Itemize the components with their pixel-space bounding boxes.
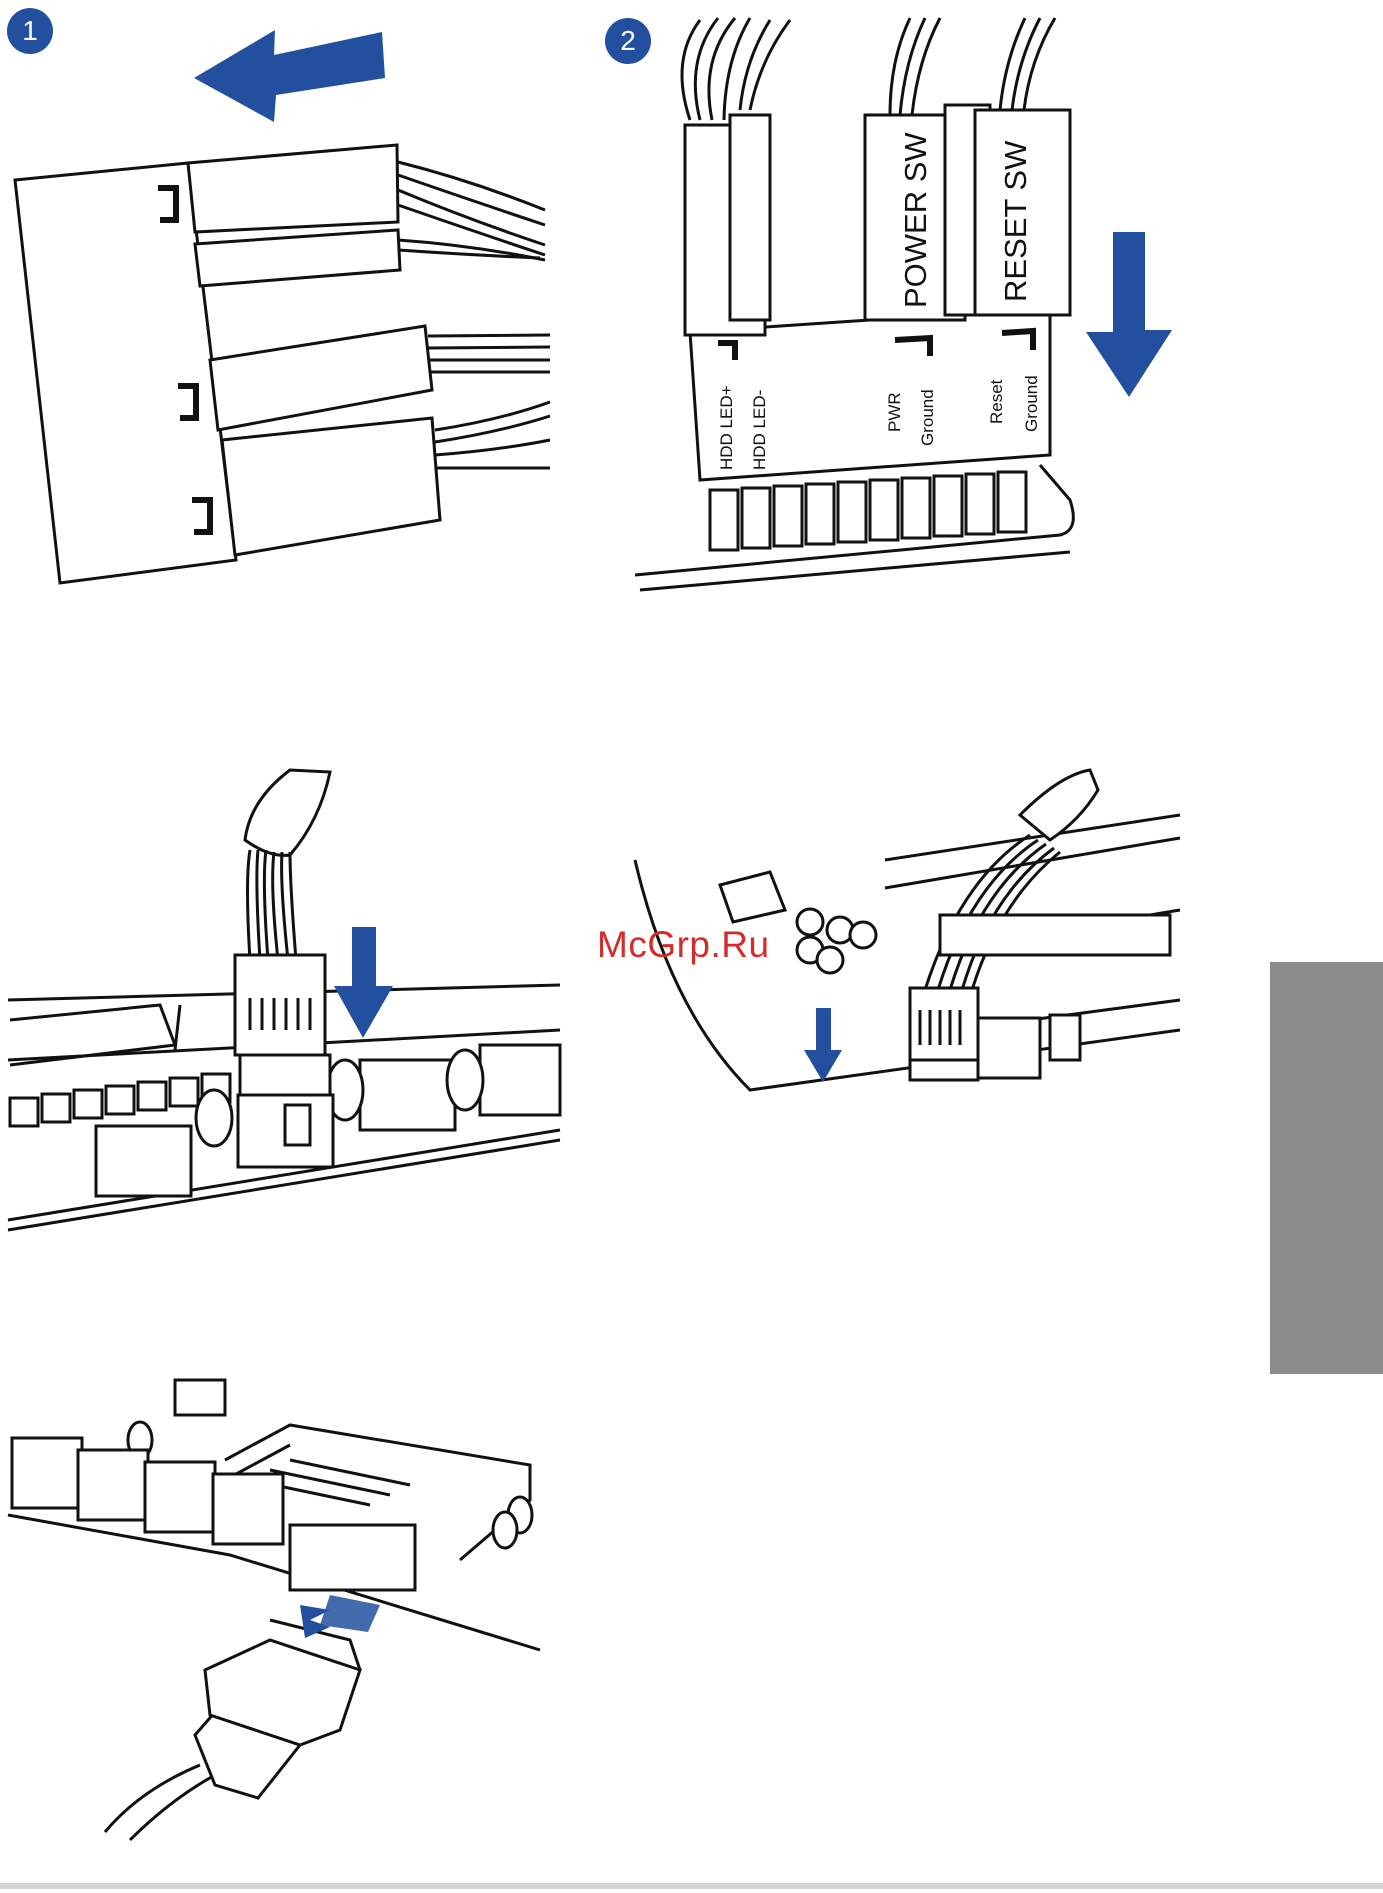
arrow-down-icon (1086, 232, 1172, 397)
footer-bar (0, 1883, 1383, 1889)
reset-sw-label: RESET SW (998, 140, 1033, 302)
usb-header-illustration (0, 760, 570, 1240)
step-2-badge: 2 (605, 18, 651, 64)
reset-ground-label: Ground (1022, 375, 1041, 432)
hdd-led-plus-label: HDD LED+ (717, 385, 736, 470)
power-sw-label: POWER SW (898, 132, 933, 308)
watermark: McGrp.Ru (597, 924, 770, 966)
reset-label: Reset (987, 379, 1006, 424)
pwr-ground-label: Ground (918, 389, 937, 446)
hdd-led-minus-label: HDD LED- (750, 390, 769, 470)
arrow-left-icon (194, 30, 385, 122)
chapter-side-tab (1270, 962, 1383, 1374)
arrow-down-icon (334, 927, 393, 1038)
step-1-badge: 1 (7, 8, 53, 54)
step-1-illustration: 1 (0, 0, 570, 600)
step-2-illustration: 2 (600, 0, 1200, 600)
arrow-down-icon (804, 1008, 842, 1082)
usb3-header-illustration (0, 1370, 570, 1850)
pwr-label: PWR (885, 392, 904, 432)
